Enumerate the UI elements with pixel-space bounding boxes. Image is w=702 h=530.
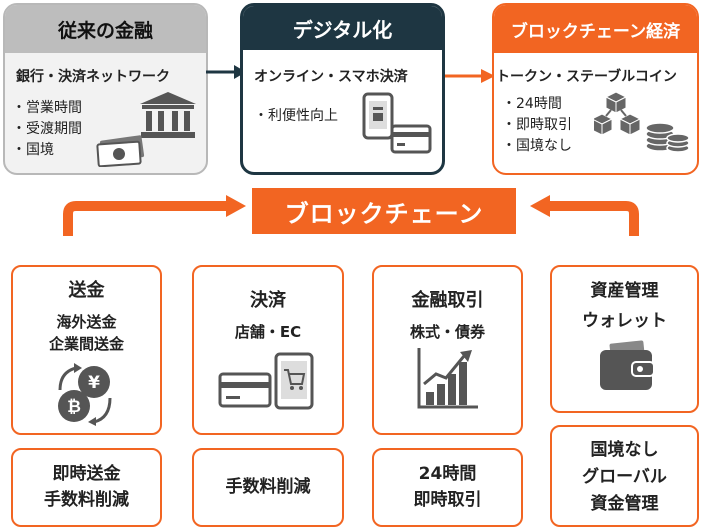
bank-icon <box>140 92 196 138</box>
blockchain-economy-title: ブロックチェーン経済 <box>494 5 697 53</box>
wallet-icon <box>600 340 655 390</box>
card-benefit-line: 即時取引 <box>413 490 482 510</box>
card-title: 金融取引 <box>411 290 484 311</box>
bullet-24-hours: ・24時間 <box>502 96 562 112</box>
blocks-and-coins-icon <box>594 91 690 153</box>
phone-and-card-icon <box>362 92 432 154</box>
card-line: 株式・債券 <box>409 323 485 341</box>
traditional-bullets: ・営業時間 ・受渡期間 ・国境 <box>12 98 82 161</box>
card-benefit-line: 手数料削減 <box>44 490 129 510</box>
bar-chart-icon <box>417 348 478 409</box>
svg-text:₿: ₿ <box>67 397 81 417</box>
bullet-no-borders: ・国境なし <box>502 138 572 154</box>
card-benefit-line: 資金管理 <box>590 494 659 514</box>
bullet-settlement-period: ・受渡期間 <box>12 121 82 137</box>
digitalization-subtitle: オンライン・スマホ決済 <box>254 69 408 85</box>
digitalization-bullets: ・利便性向上 <box>254 106 338 127</box>
card-benefit-line: グローバル <box>582 467 667 487</box>
blockchain-economy-bullets: ・24時間 ・即時取引 ・国境なし <box>502 94 572 157</box>
bullet-business-hours: ・営業時間 <box>12 100 82 116</box>
blockchain-banner: ブロックチェーン <box>252 188 516 234</box>
svg-text:¥: ¥ <box>88 373 100 393</box>
card-benefit-line: 24時間 <box>418 464 477 484</box>
card-line: 店舗・EC <box>234 323 302 341</box>
card-payment-benefit: 手数料削減 <box>192 448 344 527</box>
card-asset-management: 資産管理 ウォレット <box>550 265 699 413</box>
card-benefit-line: 手数料削減 <box>225 477 311 497</box>
card-line: ウォレット <box>582 311 667 331</box>
card-title: 決済 <box>250 290 286 311</box>
card-benefit-line: 国境なし <box>590 440 659 460</box>
bullet-convenience: ・利便性向上 <box>254 108 338 124</box>
card-line: 海外送金 <box>56 313 117 331</box>
card-trading-benefit: 24時間 即時取引 <box>372 448 523 527</box>
digitalization-title: デジタル化 <box>243 6 442 50</box>
card-remittance: 送金 海外送金 企業間送金 <box>11 265 162 435</box>
card-title: 送金 <box>68 280 105 301</box>
card-benefit-line: 即時送金 <box>52 464 121 484</box>
card-remittance-benefit: 即時送金 手数料削減 <box>11 448 162 527</box>
digitalization-box: デジタル化 <box>240 3 445 175</box>
card-line: 企業間送金 <box>48 335 124 353</box>
cash-icon <box>96 135 145 167</box>
coin-exchange-icon: ¥ ₿ <box>58 363 112 426</box>
card-asset-benefit: 国境なし グローバル 資金管理 <box>550 425 699 527</box>
blockchain-economy-subtitle: トークン・ステーブルコイン <box>496 69 677 85</box>
bullet-border: ・国境 <box>12 142 54 158</box>
traditional-finance-subtitle: 銀行・決済ネットワーク <box>16 69 170 85</box>
banner-arrows <box>63 195 639 236</box>
card-and-phone-icon <box>218 352 314 410</box>
blockchain-economy-box: ブロックチェーン経済 <box>492 3 699 175</box>
bullet-instant-trade: ・即時取引 <box>502 117 572 133</box>
card-title: 資産管理 <box>590 281 659 301</box>
traditional-finance-title: 従来の金融 <box>5 5 206 53</box>
arrow-right-orange-icon <box>445 69 495 83</box>
